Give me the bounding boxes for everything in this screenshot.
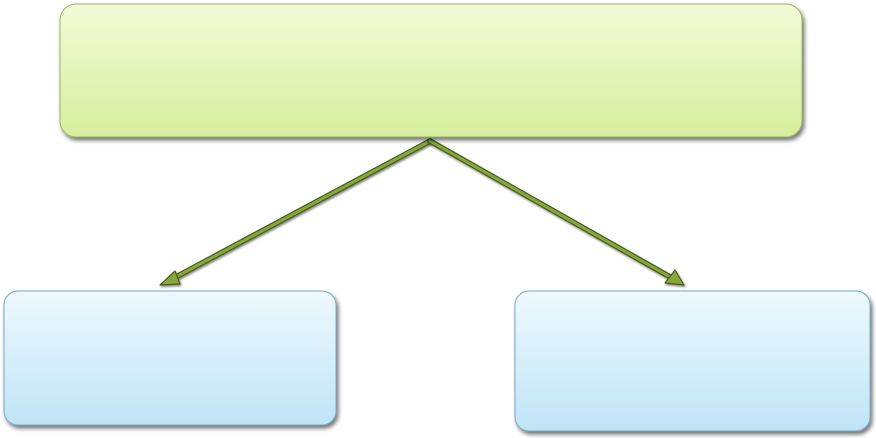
node-root-box [59, 3, 803, 138]
node-root [59, 3, 803, 138]
edge-root-to-right-child [427, 138, 685, 286]
node-right-child [514, 290, 871, 432]
edge-root-to-left-child [159, 138, 433, 286]
node-left-child-box [3, 290, 337, 426]
node-left-child [3, 290, 337, 426]
arrowhead-icon [159, 270, 181, 286]
arrowhead-icon [664, 269, 685, 286]
edge-line-inner [170, 139, 432, 281]
node-right-child-box [514, 290, 871, 432]
edge-line-inner [428, 139, 674, 280]
